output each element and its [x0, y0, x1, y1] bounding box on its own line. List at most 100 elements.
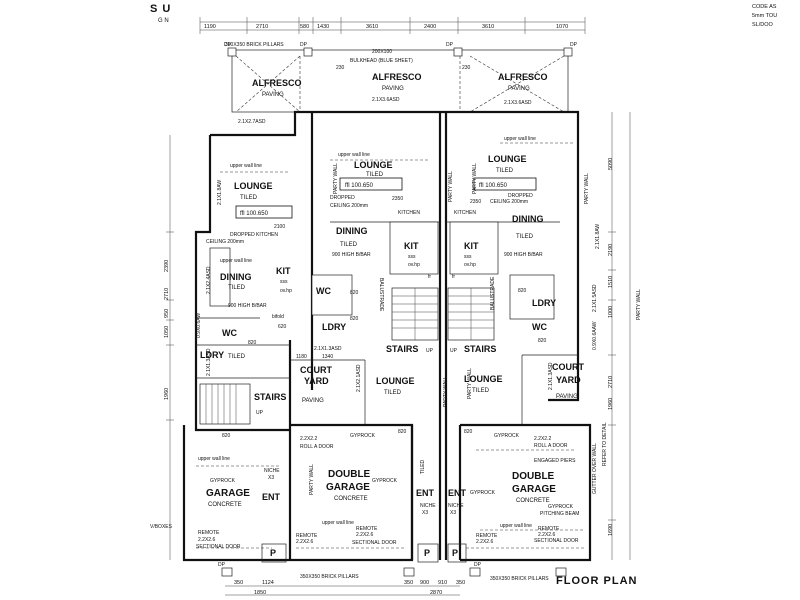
corner-subtitle: G N	[158, 18, 169, 24]
floor-plan-title: FLOOR PLAN	[556, 575, 638, 587]
right-gyprock: GYPROCK	[494, 433, 520, 439]
left-unit: 2.1X2.7ASD upper wall line LOUNGE TILED …	[200, 119, 292, 439]
right-door-820-b: 820	[538, 338, 547, 344]
mid-lounge-label: LOUNGE	[354, 160, 393, 170]
right-remote: REMOTE	[538, 526, 560, 532]
window-top-mid: 2.1X3.6ASD	[372, 97, 400, 103]
pillars-bottom-a: 350X350 BRICK PILLARS	[300, 574, 359, 580]
right-dim-6: 1960	[608, 398, 614, 410]
right-roll-door: ROLL A DOOR	[534, 443, 568, 449]
left-upper-wall-2: upper wall line	[220, 258, 252, 264]
right-dim-5: 2710	[608, 376, 614, 388]
left-ovhp: ov.hp	[280, 288, 292, 294]
lg-niche: NICHE	[264, 468, 280, 474]
left-up-label: UP	[256, 410, 264, 416]
bulkhead-label: BULKHEAD (BLUE SHEET)	[350, 58, 413, 64]
party-wall-7: PARTY WALL	[309, 464, 315, 495]
left-bifold: bifold	[272, 314, 284, 320]
left-wc-label: WC	[222, 328, 237, 338]
mid-sectional-size: 2.2X2.6	[296, 539, 313, 545]
bottom-dim-5: 910	[438, 580, 447, 586]
mid-kitchen: KITCHEN	[398, 210, 420, 216]
left-bar: 900 HIGH B/BAR	[228, 303, 267, 309]
right-unit: upper wall line LOUNGE TILED DROPPED 235…	[448, 136, 608, 558]
mid-sectional-door: SECTIONAL DOOR	[352, 540, 397, 546]
lg-boxes: V/BOXES	[150, 524, 173, 530]
top-dimension-string: 1190 2710 580 1430 3610 2400 3610 1070	[199, 17, 586, 34]
right-upper-wall: upper wall line	[504, 136, 536, 142]
top-dim-7: 3610	[482, 24, 494, 30]
right-gyprock-2: GYPROCK	[470, 490, 496, 496]
lg-ent-label: ENT	[262, 492, 281, 502]
left-lounge-tiled: TILED	[240, 195, 258, 201]
party-wall-8: PARTY WALL	[636, 289, 642, 320]
mid-kit-label: KIT	[404, 241, 419, 251]
lg-p-label: P	[270, 548, 276, 558]
mid-stairs-label: STAIRS	[386, 344, 418, 354]
right-dim-4: 1000	[608, 306, 614, 318]
ffl-right: ffl 100.650	[479, 183, 508, 189]
left-kitchen: KITCHEN	[256, 232, 278, 238]
right-wc-label: WC	[532, 322, 547, 332]
right-lounge-label: LOUNGE	[488, 154, 527, 164]
left-dimension-string: 2390 2710 950 1050 1960	[164, 135, 174, 560]
right-concrete: CONCRETE	[516, 498, 550, 504]
bottom-dim-3: 350	[404, 580, 413, 586]
win-h: 2.1X1.3ASD	[548, 362, 554, 390]
right-remote-2: REMOTE	[476, 533, 498, 539]
mid-yard-label: YARD	[304, 376, 329, 386]
corner-notes: CODE AS 5mm TOU SL/DOO	[752, 4, 777, 28]
right-door-820-c: 820	[464, 429, 473, 435]
right-gutter-note: GUTTER OVER WALL	[592, 443, 598, 494]
stairs-right	[447, 287, 495, 341]
lg-niche-x3: X3	[268, 475, 274, 481]
right-garage-label: GARAGE	[512, 484, 556, 495]
left-dim-1: 2390	[164, 260, 170, 272]
mid-dim-1180: 1180	[296, 354, 307, 360]
mid-garage-label: GARAGE	[326, 482, 370, 493]
right-double-label: DOUBLE	[512, 471, 555, 482]
top-dim-5: 3610	[366, 24, 378, 30]
left-dim-5: 1960	[164, 388, 170, 400]
right-ldry-label: LDRY	[532, 298, 556, 308]
mid-lower-lounge: LOUNGE	[376, 376, 415, 386]
top-dim-4: 1430	[317, 24, 329, 30]
note-line-1: CODE AS	[752, 4, 777, 10]
right-lower-tiled: TILED	[472, 388, 490, 394]
stairs-middle	[391, 287, 439, 341]
left-dim-4: 1050	[164, 326, 170, 338]
mid-dropped: DROPPED	[330, 195, 355, 201]
left-stairs-label: STAIRS	[254, 392, 286, 402]
right-ovhp: ov.hp	[464, 262, 476, 268]
bottom-dim-4: 900	[420, 580, 429, 586]
lg-remote: REMOTE	[198, 530, 220, 536]
interior-lines	[196, 142, 584, 531]
mid-p-label: P	[424, 548, 430, 558]
alfresco-left-paving: PAVING	[262, 92, 284, 98]
right-yard-label: YARD	[556, 375, 581, 385]
right-lounge-tiled: TILED	[496, 168, 514, 174]
bottom-dim-2: 1124	[262, 580, 274, 586]
lg-gyprock: GYPROCK	[210, 478, 236, 484]
left-dropped: DROPPED	[230, 232, 255, 238]
right-niche-x3: X3	[450, 510, 456, 516]
mid-remote-2: REMOTE	[356, 526, 378, 532]
bulkhead-dim: 230	[336, 65, 345, 71]
mid-ldry-label: LDRY	[322, 322, 346, 332]
left-dim-2100: 2100	[274, 224, 285, 230]
mid-gyprock-2: GYPROCK	[372, 478, 398, 484]
right-kit-label: KIT	[464, 241, 479, 251]
right-fr: fr	[452, 274, 455, 280]
mid-up-label: UP	[426, 348, 434, 354]
mid-remote: REMOTE	[296, 533, 318, 539]
mid-sectional-size-2: 2.2X2.6	[356, 532, 373, 538]
win-f: 2.1X1.5ASD	[592, 284, 598, 312]
win-a: 2.1X1.8AW	[217, 180, 223, 205]
dp-tag-3: DP	[446, 42, 454, 48]
right-ent-label: ENT	[448, 488, 467, 498]
party-wall-1: PARTY WALL	[333, 163, 339, 194]
pillars-bottom-b: 350X350 BRICK PILLARS	[490, 576, 549, 582]
mid-wc-label: WC	[316, 286, 331, 296]
mid-lower-tiled: TILED	[384, 390, 402, 396]
mid-ovhp: ov.hp	[408, 262, 420, 268]
